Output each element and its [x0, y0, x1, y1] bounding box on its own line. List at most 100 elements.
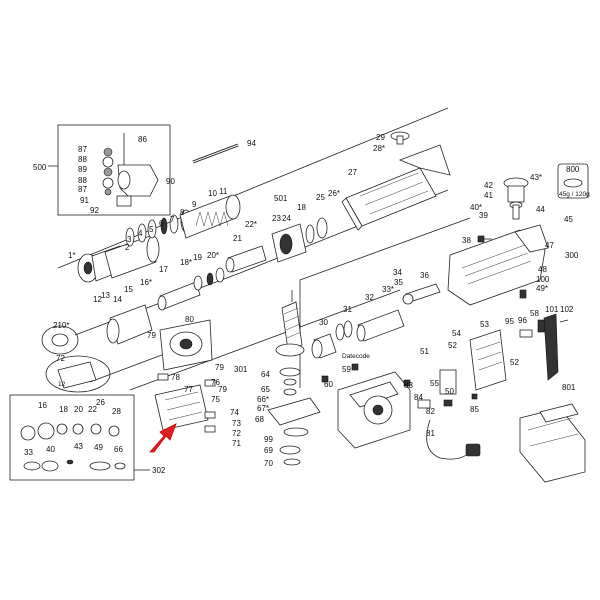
label-41: 41: [484, 191, 493, 200]
label-35: 35: [394, 278, 403, 287]
guide-line-lower2: [129, 289, 401, 391]
label-3: 3: [127, 235, 132, 244]
label-75: 75: [211, 395, 220, 404]
label-1: 1*: [68, 251, 76, 260]
label-k33: 33: [24, 448, 33, 457]
red-arrow-icon: [149, 423, 177, 453]
label-18: 18*: [180, 258, 192, 267]
seal-kit-box-302: [9, 394, 135, 481]
label-k28: 28: [112, 407, 121, 416]
grease-tub-icon: [563, 178, 583, 188]
guide-line-right: [299, 217, 471, 281]
chisel-holder-part: [102, 133, 159, 207]
label-72a: 72: [56, 354, 65, 363]
label-31: 31: [343, 305, 352, 314]
label-92: 92: [90, 206, 99, 215]
label-19: 19: [193, 253, 202, 262]
label-52b: 52: [510, 358, 519, 367]
label-k20: 20: [74, 405, 83, 414]
screws-60: [321, 363, 411, 387]
label-69: 69: [264, 446, 273, 455]
label-52a: 52: [448, 341, 457, 350]
label-36: 36: [420, 271, 429, 280]
label-73: 73: [232, 419, 241, 428]
label-800: 800: [566, 165, 580, 174]
label-38: 38: [462, 236, 471, 245]
part-labels: 500 86 87 88 89 88 87 90 91 92 94 1* 2 3…: [24, 133, 590, 475]
label-210: 210*: [53, 321, 69, 330]
cap-part-29: [390, 131, 410, 145]
label-34: 34: [393, 268, 402, 277]
label-100: 100: [536, 275, 550, 284]
label-66: 66*: [257, 395, 269, 404]
label-11: 11: [219, 187, 228, 196]
label-87b: 87: [78, 185, 87, 194]
label-k22: 22: [88, 405, 97, 414]
shaft-17: [157, 281, 201, 311]
label-300: 300: [565, 251, 579, 260]
label-91: 91: [80, 196, 89, 205]
label-23: 23: [272, 214, 281, 223]
fan-cover-75: [154, 384, 209, 431]
label-50: 50: [445, 387, 454, 396]
label-800-sub: 45g / 120g: [559, 191, 590, 198]
label-14: 14: [113, 295, 122, 304]
label-13: 13: [101, 291, 110, 300]
label-4: 4: [138, 229, 143, 238]
label-2: 2: [125, 243, 130, 252]
label-33: 33*: [382, 285, 394, 294]
label-9: 9: [192, 200, 197, 209]
label-k49: 49: [94, 443, 103, 452]
label-94: 94: [247, 139, 256, 148]
label-39: 39: [479, 211, 488, 220]
label-99: 99: [264, 435, 273, 444]
label-79a: 79: [147, 331, 156, 340]
label-k66: 66: [114, 445, 123, 454]
label-74: 74: [230, 408, 239, 417]
screw-102: [559, 319, 569, 323]
label-17: 17: [159, 265, 168, 274]
label-58: 58: [530, 309, 539, 318]
label-95: 95: [505, 317, 514, 326]
label-801: 801: [562, 383, 576, 392]
spring-part: [195, 211, 229, 227]
seal-kit-parts: [20, 422, 126, 472]
label-88a: 88: [78, 155, 87, 164]
label-48: 48: [538, 265, 547, 274]
label-76: 76: [211, 378, 220, 387]
label-12b: 12: [58, 381, 66, 388]
label-12: 12: [93, 295, 102, 304]
label-55: 55: [430, 379, 439, 388]
label-7: 7: [170, 215, 175, 224]
main-housing-59: [337, 371, 411, 449]
label-20: 20*: [207, 251, 219, 260]
label-71: 71: [232, 439, 241, 448]
label-77: 77: [184, 385, 193, 394]
handle-101: [543, 313, 559, 381]
label-67: 67*: [257, 404, 269, 413]
label-k302: 302: [152, 466, 166, 475]
label-40: 40*: [470, 203, 482, 212]
switch-assembly: [417, 369, 457, 409]
label-6: 6: [159, 219, 164, 228]
label-79b: 79: [215, 363, 224, 372]
label-45: 45: [564, 215, 573, 224]
label-82: 82: [426, 407, 435, 416]
label-5: 5: [149, 225, 154, 234]
label-10: 10: [208, 189, 217, 198]
piston-32: [356, 309, 405, 342]
label-102: 102: [560, 305, 574, 314]
label-49: 49*: [536, 284, 548, 293]
label-301: 301: [234, 365, 248, 374]
label-27: 27: [348, 168, 357, 177]
piston-part-upper: [225, 245, 267, 273]
label-79c: 79: [218, 385, 227, 394]
screw-38: [477, 235, 492, 243]
label-16: 16*: [140, 278, 152, 287]
guide-line-lower: [89, 349, 176, 383]
label-24: 24: [282, 214, 291, 223]
label-83: 83: [404, 381, 413, 390]
label-78: 78: [171, 373, 180, 382]
